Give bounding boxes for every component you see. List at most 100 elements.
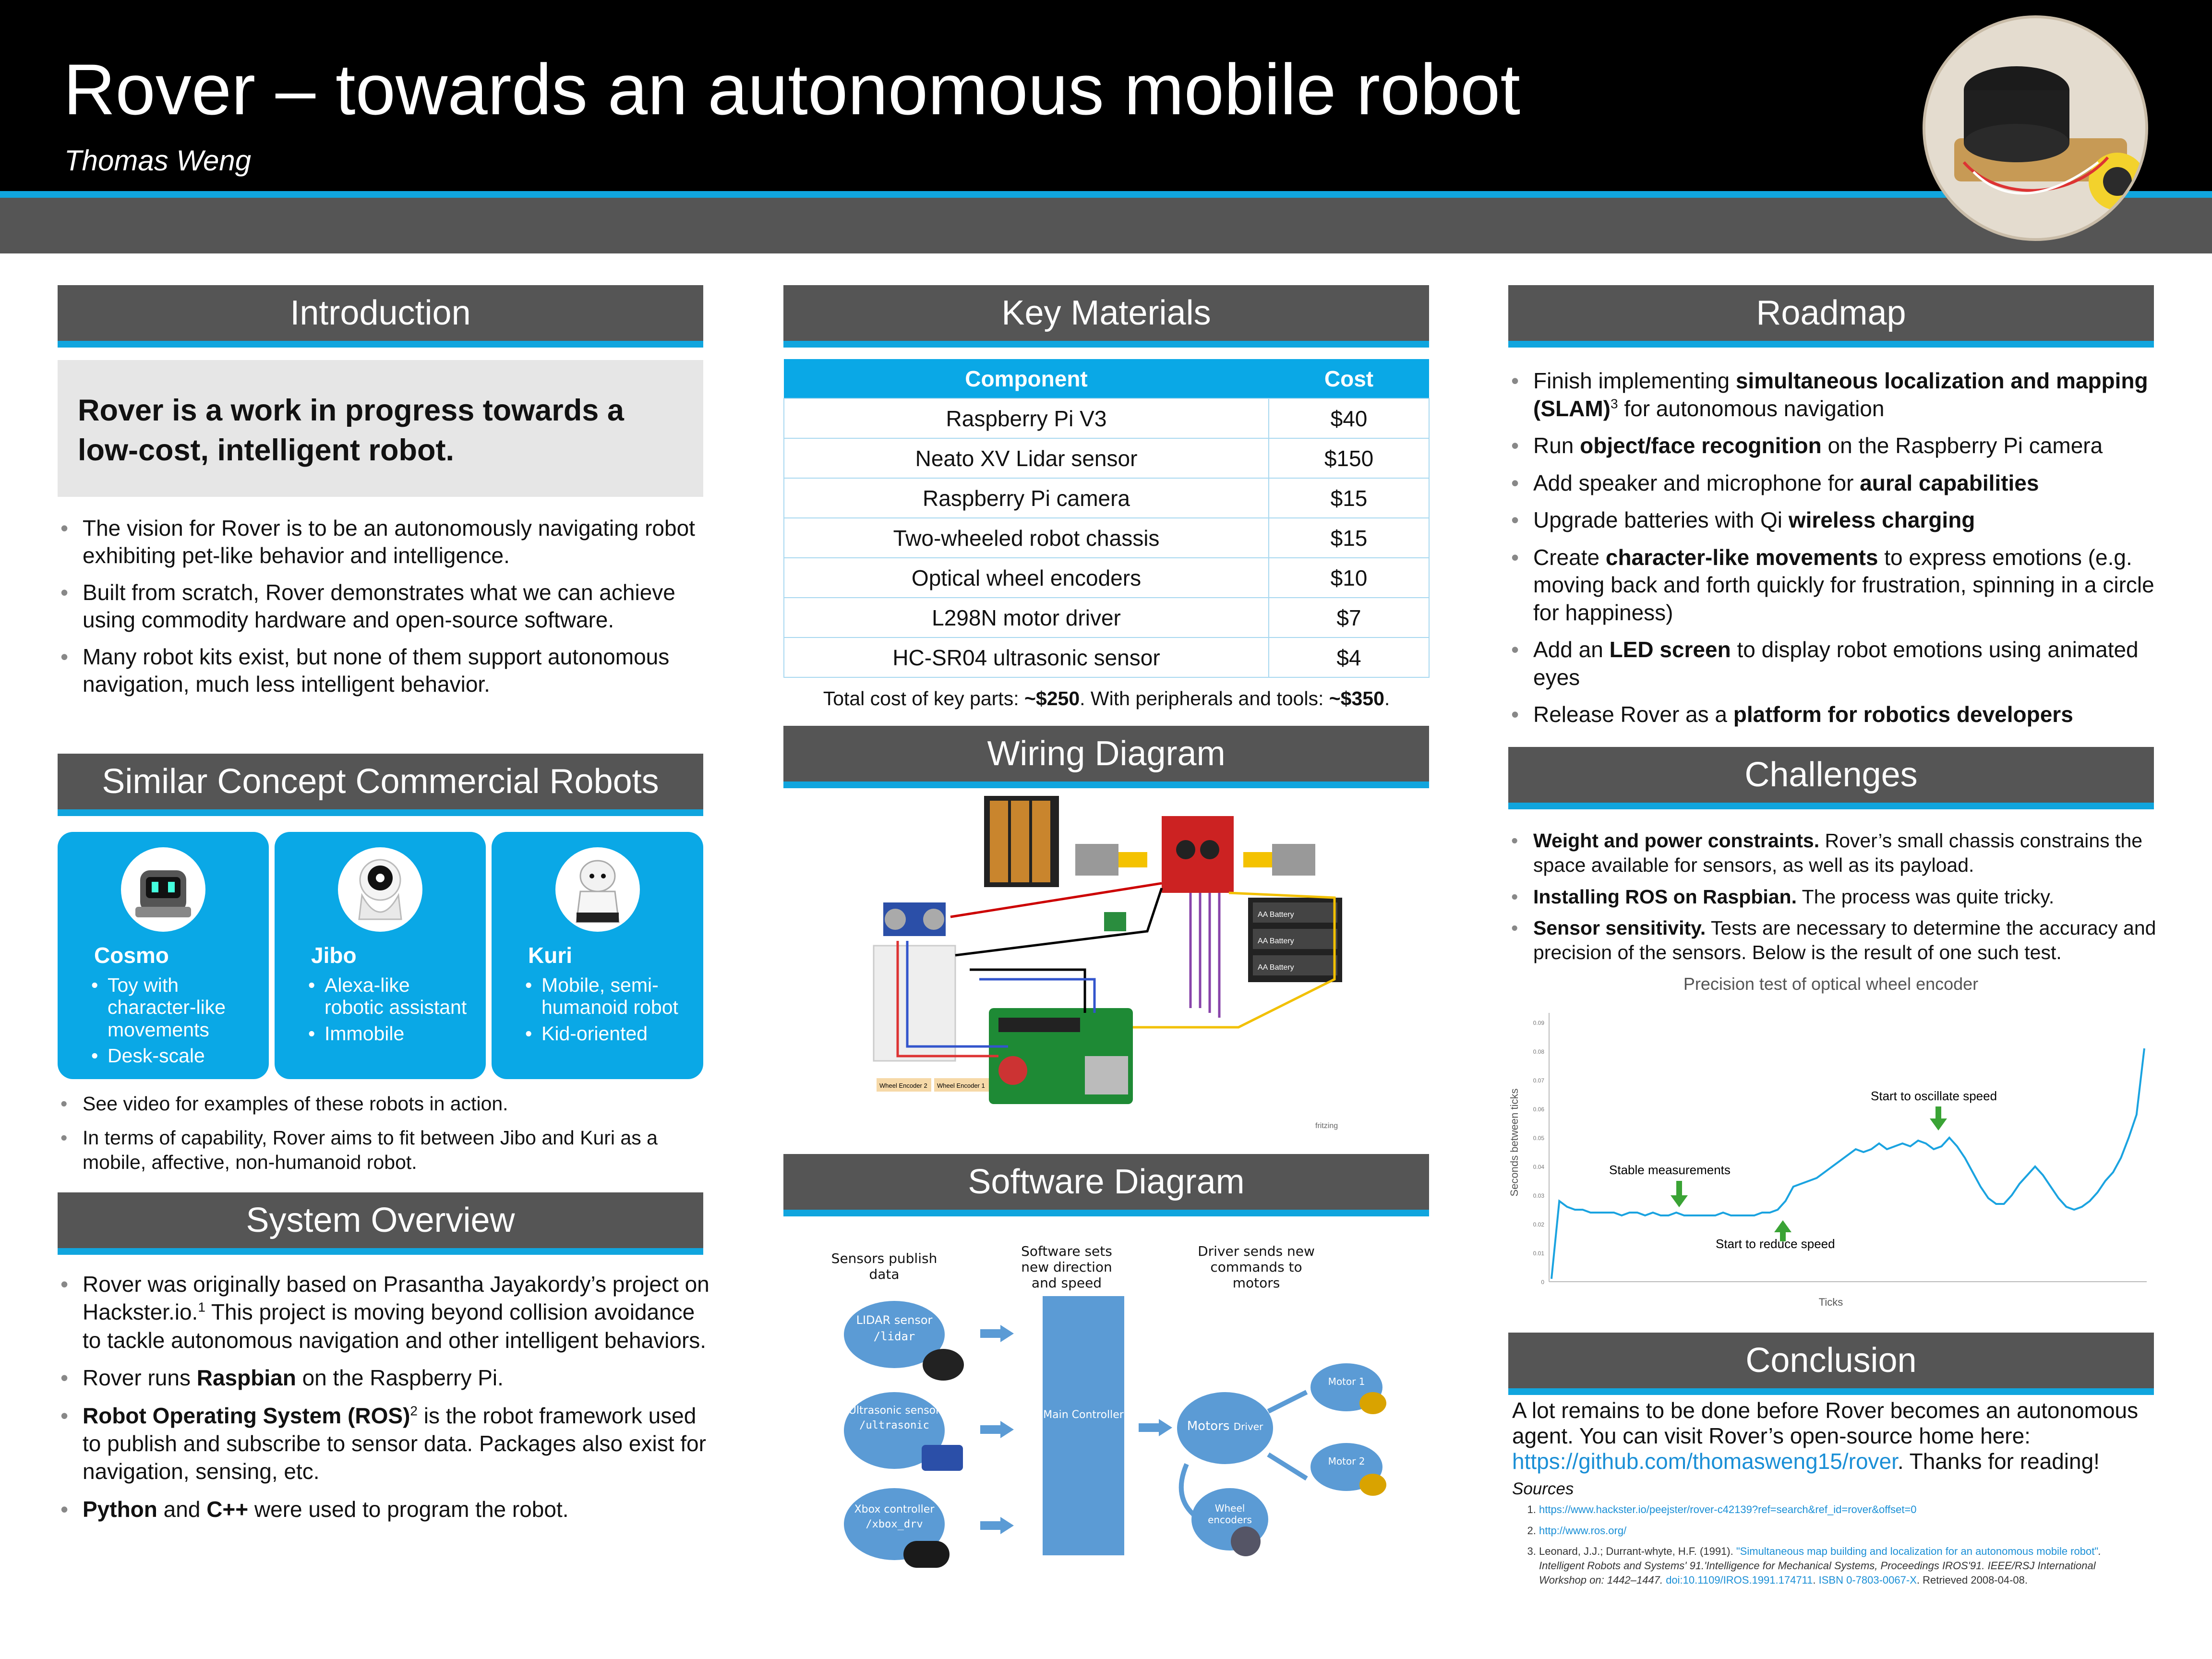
column-header-component: Component <box>784 359 1269 398</box>
down-arrow-icon <box>1671 1181 1688 1207</box>
card-name: Kuri <box>528 943 572 968</box>
table-row: Optical wheel encoders$10 <box>783 557 1430 598</box>
chart-title: Precision test of optical wheel encoder <box>1683 974 1978 994</box>
y-tick-label: 0.09 <box>1533 1020 1545 1026</box>
intro-bullet: The vision for Rover is to be an autonom… <box>58 515 710 569</box>
intro-lead: Rover is a work in progress towards a lo… <box>58 360 703 497</box>
svg-text:Wheel Encoder 1: Wheel Encoder 1 <box>937 1082 985 1089</box>
arrow-icon <box>980 1421 1014 1438</box>
challenge-bullet: Weight and power constraints. Rover’s sm… <box>1508 829 2161 878</box>
card-name: Jibo <box>311 943 357 968</box>
source-item: http://www.ros.org/ <box>1539 1524 2136 1538</box>
challenges-bullets: Weight and power constraints. Rover’s sm… <box>1508 829 2161 974</box>
annotation-oscillate: Start to oscillate speed <box>1871 1089 1997 1103</box>
component-cell: Raspberry Pi V3 <box>783 398 1269 439</box>
annotation-stable: Stable measurements <box>1609 1163 1731 1177</box>
component-cell: Optical wheel encoders <box>783 557 1269 598</box>
system-bullet: Python and C++ were used to program the … <box>58 1495 710 1524</box>
cost-cell: $10 <box>1268 557 1430 598</box>
driver-column-label: Driver sends new commands to motors <box>1198 1243 1315 1291</box>
chart-xlabel: Ticks <box>1819 1296 1843 1308</box>
source-link[interactable]: https://www.hackster.io/peejster/rover-c… <box>1539 1503 1917 1515</box>
arrow-icon <box>980 1325 1014 1342</box>
cost-cell: $15 <box>1268 478 1430 518</box>
y-tick-label: 0.04 <box>1533 1164 1545 1170</box>
y-tick-label: 0 <box>1541 1279 1544 1286</box>
motor1-node: Motor 1 <box>1310 1363 1382 1411</box>
sensors-column-label: Sensors publish data <box>831 1250 938 1282</box>
component-cell: Neato XV Lidar sensor <box>783 438 1269 479</box>
system-bullet: Rover runs Raspbian on the Raspberry Pi. <box>58 1364 710 1392</box>
table-row: L298N motor driver$7 <box>783 597 1430 638</box>
software-column-label: Software sets new direction and speed <box>1021 1243 1112 1291</box>
component-cell: HC-SR04 ultrasonic sensor <box>783 637 1269 678</box>
robot-card-kuri: Kuri Mobile, semi-humanoid robot Kid-ori… <box>492 832 703 1079</box>
encoder-icon <box>1231 1527 1261 1556</box>
column-header-cost: Cost <box>1269 359 1429 398</box>
system-overview-heading: System Overview <box>58 1192 703 1255</box>
software-diagram: Sensors publish data Software sets new d… <box>783 1229 1430 1568</box>
jibo-robot-image <box>338 847 422 932</box>
roadmap-bullet: Add speaker and microphone for aural cap… <box>1508 469 2161 497</box>
header-bar <box>0 0 2212 191</box>
cosmo-robot-image <box>121 847 205 932</box>
poster-title: Rover – towards an autonomous mobile rob… <box>63 49 1521 130</box>
roadmap-bullet: Release Rover as a platform for robotics… <box>1508 701 2161 729</box>
conclusion-text: A lot remains to be done before Rover be… <box>1512 1398 2139 1474</box>
arrow-icon <box>980 1517 1014 1534</box>
similar-bullets: See video for examples of these robots i… <box>58 1092 710 1184</box>
component-cell: Raspberry Pi camera <box>783 478 1269 518</box>
header-accent-line <box>0 191 2212 198</box>
challenge-bullet: Installing ROS on Raspbian. The process … <box>1508 885 2161 910</box>
similar-robots-heading: Similar Concept Commercial Robots <box>58 754 703 816</box>
table-row: Raspberry Pi V3$40 <box>783 398 1430 439</box>
materials-total: Total cost of key parts: ~$250. With per… <box>823 687 1390 709</box>
repo-link[interactable]: https://github.com/thomasweng15/rover <box>1512 1448 1898 1474</box>
lidar-node: LIDAR sensor/lidar <box>844 1301 945 1368</box>
cost-cell: $4 <box>1268 637 1430 678</box>
card-bullets: Toy with character-like movements Desk-s… <box>91 974 257 1070</box>
driver-to-motor-arrows <box>1267 1390 1308 1481</box>
table-row: Two-wheeled robot chassis$15 <box>783 517 1430 558</box>
y-tick-label: 0.01 <box>1533 1250 1545 1257</box>
main-controller-box: Main Controller <box>1043 1296 1124 1555</box>
wiring-diagram: AA Battery AA Battery AA Battery Wheel E… <box>854 787 1363 1133</box>
component-cell: Two-wheeled robot chassis <box>783 517 1269 558</box>
conclusion-heading: Conclusion <box>1508 1333 2154 1395</box>
source-item: Leonard, J.J.; Durrant-whyte, H.F. (1991… <box>1539 1544 2136 1587</box>
motor-icon <box>1359 1474 1386 1496</box>
challenges-heading: Challenges <box>1508 747 2154 809</box>
roadmap-bullets: Finish implementing simultaneous localiz… <box>1508 367 2161 738</box>
battery-pack-icon <box>984 796 1059 887</box>
down-arrow-icon <box>1930 1106 1947 1130</box>
precision-chart: Precision test of optical wheel encoder … <box>1508 970 2154 1315</box>
card-bullet: Alexa-like robotic assistant <box>308 974 474 1019</box>
y-tick-label: 0.05 <box>1533 1135 1545 1142</box>
svg-text:Wheel Encoder 2: Wheel Encoder 2 <box>879 1082 927 1089</box>
poster-author: Thomas Weng <box>64 144 252 177</box>
key-materials-heading: Key Materials <box>783 285 1429 348</box>
challenge-bullet: Sensor sensitivity. Tests are necessary … <box>1508 916 2161 965</box>
software-diagram-heading: Software Diagram <box>783 1154 1429 1216</box>
lidar-icon <box>923 1349 964 1381</box>
cost-cell: $15 <box>1268 517 1430 558</box>
roadmap-heading: Roadmap <box>1508 285 2154 348</box>
rover-photo <box>1923 15 2148 241</box>
roadmap-bullet: Upgrade batteries with Qi wireless charg… <box>1508 506 2161 534</box>
source-item: https://www.hackster.io/peejster/rover-c… <box>1539 1503 2136 1517</box>
y-tick-label: 0.02 <box>1533 1221 1545 1228</box>
source-link[interactable]: http://www.ros.org/ <box>1539 1524 1627 1537</box>
system-bullets: Rover was originally based on Prasantha … <box>58 1270 710 1533</box>
series-line <box>1551 1048 2145 1279</box>
similar-bullet: See video for examples of these robots i… <box>58 1092 710 1116</box>
y-tick-label: 0.07 <box>1533 1077 1545 1084</box>
introduction-heading: Introduction <box>58 285 703 348</box>
arrow-icon <box>1139 1419 1172 1436</box>
similar-bullet: In terms of capability, Rover aims to fi… <box>58 1126 710 1175</box>
y-tick-label: 0.03 <box>1533 1192 1545 1199</box>
intro-bullets: The vision for Rover is to be an autonom… <box>58 515 710 708</box>
cost-cell: $150 <box>1268 438 1430 479</box>
svg-text:AA Battery: AA Battery <box>1258 911 1294 919</box>
kuri-robot-image <box>555 847 640 932</box>
intro-bullet: Built from scratch, Rover demonstrates w… <box>58 579 710 634</box>
